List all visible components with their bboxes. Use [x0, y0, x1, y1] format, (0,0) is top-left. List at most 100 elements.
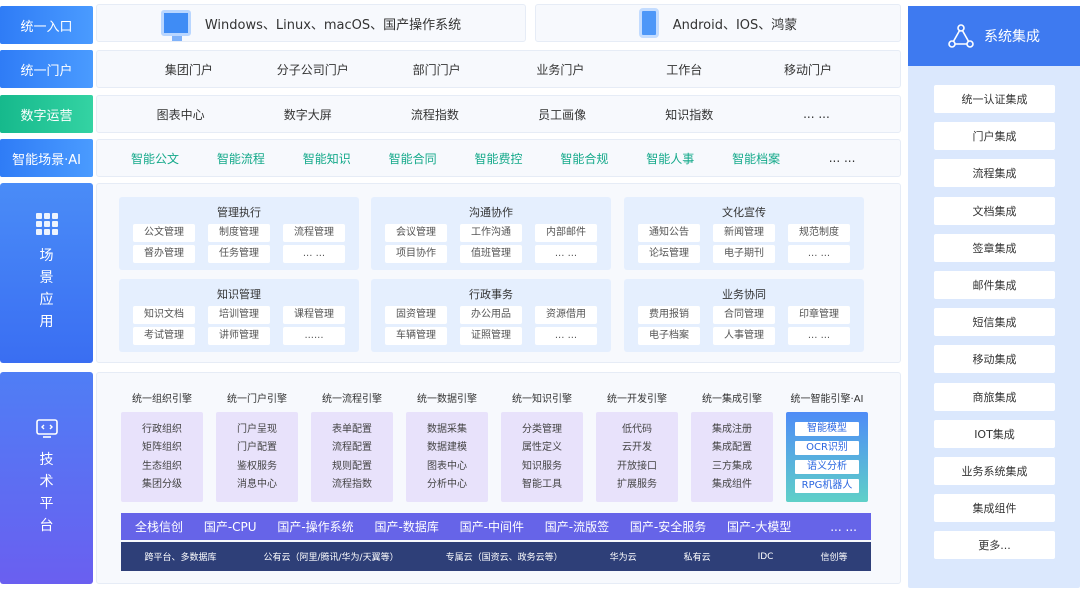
- engine-item: 三方集成: [712, 460, 752, 472]
- engine-item: 集成组件: [712, 479, 752, 490]
- scene-category: 沟通协作 会议管理工作沟通内部邮件项目协作值班管理... ...: [371, 197, 611, 270]
- engine-item: 集成配置: [712, 442, 752, 453]
- category-title: 文化宣传: [722, 206, 766, 219]
- ai-item: 智能知识: [302, 151, 351, 166]
- engine-item: 云开发: [622, 442, 652, 453]
- monitor-icon: [160, 10, 191, 41]
- integration-item[interactable]: 流程集成: [934, 159, 1055, 188]
- integration-item[interactable]: 短信集成: [934, 308, 1055, 337]
- category-item: 费用报销: [638, 306, 700, 324]
- ai-band: 智能公文 智能流程 智能知识 智能合同 智能费控 智能合规 智能人事 智能档案 …: [96, 139, 901, 177]
- engine-title: 统一开发引擎: [607, 394, 667, 405]
- category-item: 培训管理: [208, 306, 270, 324]
- sidebar-title: 系统集成: [984, 29, 1040, 45]
- engine-title: 统一智能引擎·AI: [790, 394, 864, 405]
- engine-item: RPG机器人: [795, 478, 859, 493]
- sidebar-header: 系统集成: [908, 6, 1080, 66]
- category-item: 人事管理: [713, 327, 775, 345]
- row-label-tech: 技术平台: [0, 372, 93, 584]
- xinchuang-item: 国产-中间件: [459, 520, 524, 534]
- category-item: 通知公告: [638, 224, 700, 242]
- xinchuang-item: 全栈信创: [135, 520, 184, 534]
- code-screen-icon: [35, 419, 58, 438]
- integration-item[interactable]: 集成组件: [934, 494, 1055, 523]
- category-item: 督办管理: [133, 245, 195, 263]
- ops-band: 图表中心 数字大屏 流程指数 员工画像 知识指数 ... ...: [96, 95, 901, 133]
- category-item: 内部邮件: [535, 224, 597, 242]
- engine-item: 门户呈现: [237, 423, 277, 435]
- category-item: 规范制度: [788, 224, 850, 242]
- scene-category: 管理执行 公文管理制度管理流程管理督办管理任务管理... ...: [119, 197, 359, 270]
- engine-item: 图表中心: [427, 460, 467, 472]
- row-label-portal: 统一门户: [0, 50, 93, 88]
- xinchuang-bar: 全栈信创 国产-CPU 国产-操作系统 国产-数据库 国产-中间件 国产-流版签…: [121, 513, 871, 540]
- ops-item: ... ...: [803, 107, 830, 121]
- integration-item[interactable]: 业务系统集成: [934, 457, 1055, 485]
- integration-item[interactable]: 邮件集成: [934, 271, 1055, 299]
- engine-box: 集成注册集成配置三方集成集成组件: [691, 412, 773, 502]
- category-title: 沟通协作: [469, 206, 513, 219]
- xinchuang-item: ... ...: [830, 519, 857, 534]
- engine-title: 统一组织引擎: [132, 394, 192, 405]
- engine-title: 统一集成引擎: [702, 394, 762, 405]
- engine-box: 低代码云开发开放接口扩展服务: [596, 412, 678, 502]
- category-item: ......: [283, 327, 345, 345]
- integration-sidebar: 系统集成 统一认证集成门户集成流程集成文档集成签章集成邮件集成短信集成移动集成商…: [908, 6, 1080, 588]
- apps-grid-icon: [35, 213, 58, 235]
- engine-item: 表单配置: [332, 423, 372, 435]
- scene-panel: 管理执行 公文管理制度管理流程管理督办管理任务管理... ... 沟通协作 会议…: [96, 183, 901, 363]
- integration-item[interactable]: 签章集成: [934, 233, 1055, 262]
- category-item: 固资管理: [385, 306, 447, 324]
- tech-label: 技术平台: [39, 452, 54, 534]
- engine-item: 智能工具: [522, 479, 562, 490]
- portal-item: 移动门户: [784, 62, 833, 77]
- category-item: 工作沟通: [460, 224, 522, 242]
- ai-item: 智能人事: [646, 151, 695, 166]
- integration-item[interactable]: 更多...: [934, 531, 1055, 560]
- scene-category: 文化宣传 通知公告新闻管理规范制度论坛管理电子期刊... ...: [624, 197, 864, 270]
- engine-box: 表单配置流程配置规则配置流程指数: [311, 412, 393, 502]
- integration-item[interactable]: 统一认证集成: [934, 85, 1055, 113]
- engine-title: 统一门户引擎: [227, 394, 287, 405]
- category-title: 业务协同: [722, 288, 766, 301]
- engine-box: 门户呈现门户配置鉴权服务消息中心: [216, 412, 298, 502]
- engine-item: 数据建模: [427, 442, 467, 453]
- category-item: 考试管理: [133, 327, 195, 345]
- engine-item: 集成注册: [712, 423, 752, 435]
- integration-item[interactable]: 商旅集成: [934, 382, 1055, 411]
- ai-item: ... ...: [828, 151, 856, 165]
- integration-item[interactable]: 移动集成: [934, 345, 1055, 374]
- row-label-entry: 统一入口: [0, 6, 93, 44]
- integration-item[interactable]: 文档集成: [934, 196, 1055, 225]
- engine-item: 分析中心: [427, 479, 467, 490]
- category-title: 管理执行: [217, 206, 261, 219]
- ops-item: 图表中心: [156, 107, 205, 122]
- integration-item[interactable]: IOT集成: [934, 419, 1055, 448]
- cloud-item: 公有云（阿里/腾讯/华为/天翼等）: [263, 553, 399, 563]
- entry-desktop-label: Windows、Linux、macOS、国产操作系统: [204, 17, 462, 33]
- category-item: 公文管理: [133, 224, 195, 242]
- cloud-item: 专属云（国资云、政务云等）: [445, 553, 563, 563]
- portal-item: 业务门户: [536, 62, 585, 77]
- cloud-item: 私有云: [683, 553, 711, 563]
- engine-item: 智能模型: [795, 421, 859, 436]
- engine-title: 统一流程引擎: [322, 394, 382, 405]
- category-item: 任务管理: [208, 245, 270, 263]
- network-triangle-icon: [948, 24, 974, 48]
- engine-item: 消息中心: [237, 479, 277, 490]
- engine-item: 语义分析: [795, 459, 859, 474]
- engine-item: 矩阵组织: [142, 442, 182, 453]
- ai-item: 智能合规: [560, 151, 609, 166]
- portal-item: 分子公司门户: [276, 62, 349, 77]
- engine-box: 数据采集数据建模图表中心分析中心: [406, 412, 488, 502]
- category-item: 电子期刊: [713, 245, 775, 263]
- cloud-item: 华为云: [609, 553, 637, 563]
- integration-item[interactable]: 门户集成: [934, 122, 1055, 151]
- engine-item: 规则配置: [332, 460, 372, 472]
- xinchuang-item: 国产-操作系统: [277, 520, 354, 534]
- ops-item: 知识指数: [665, 107, 714, 122]
- ai-item: 智能费控: [474, 151, 523, 166]
- ai-item: 智能合同: [388, 151, 437, 166]
- cloud-bar: 跨平台、多数据库 公有云（阿里/腾讯/华为/天翼等） 专属云（国资云、政务云等）…: [121, 542, 871, 571]
